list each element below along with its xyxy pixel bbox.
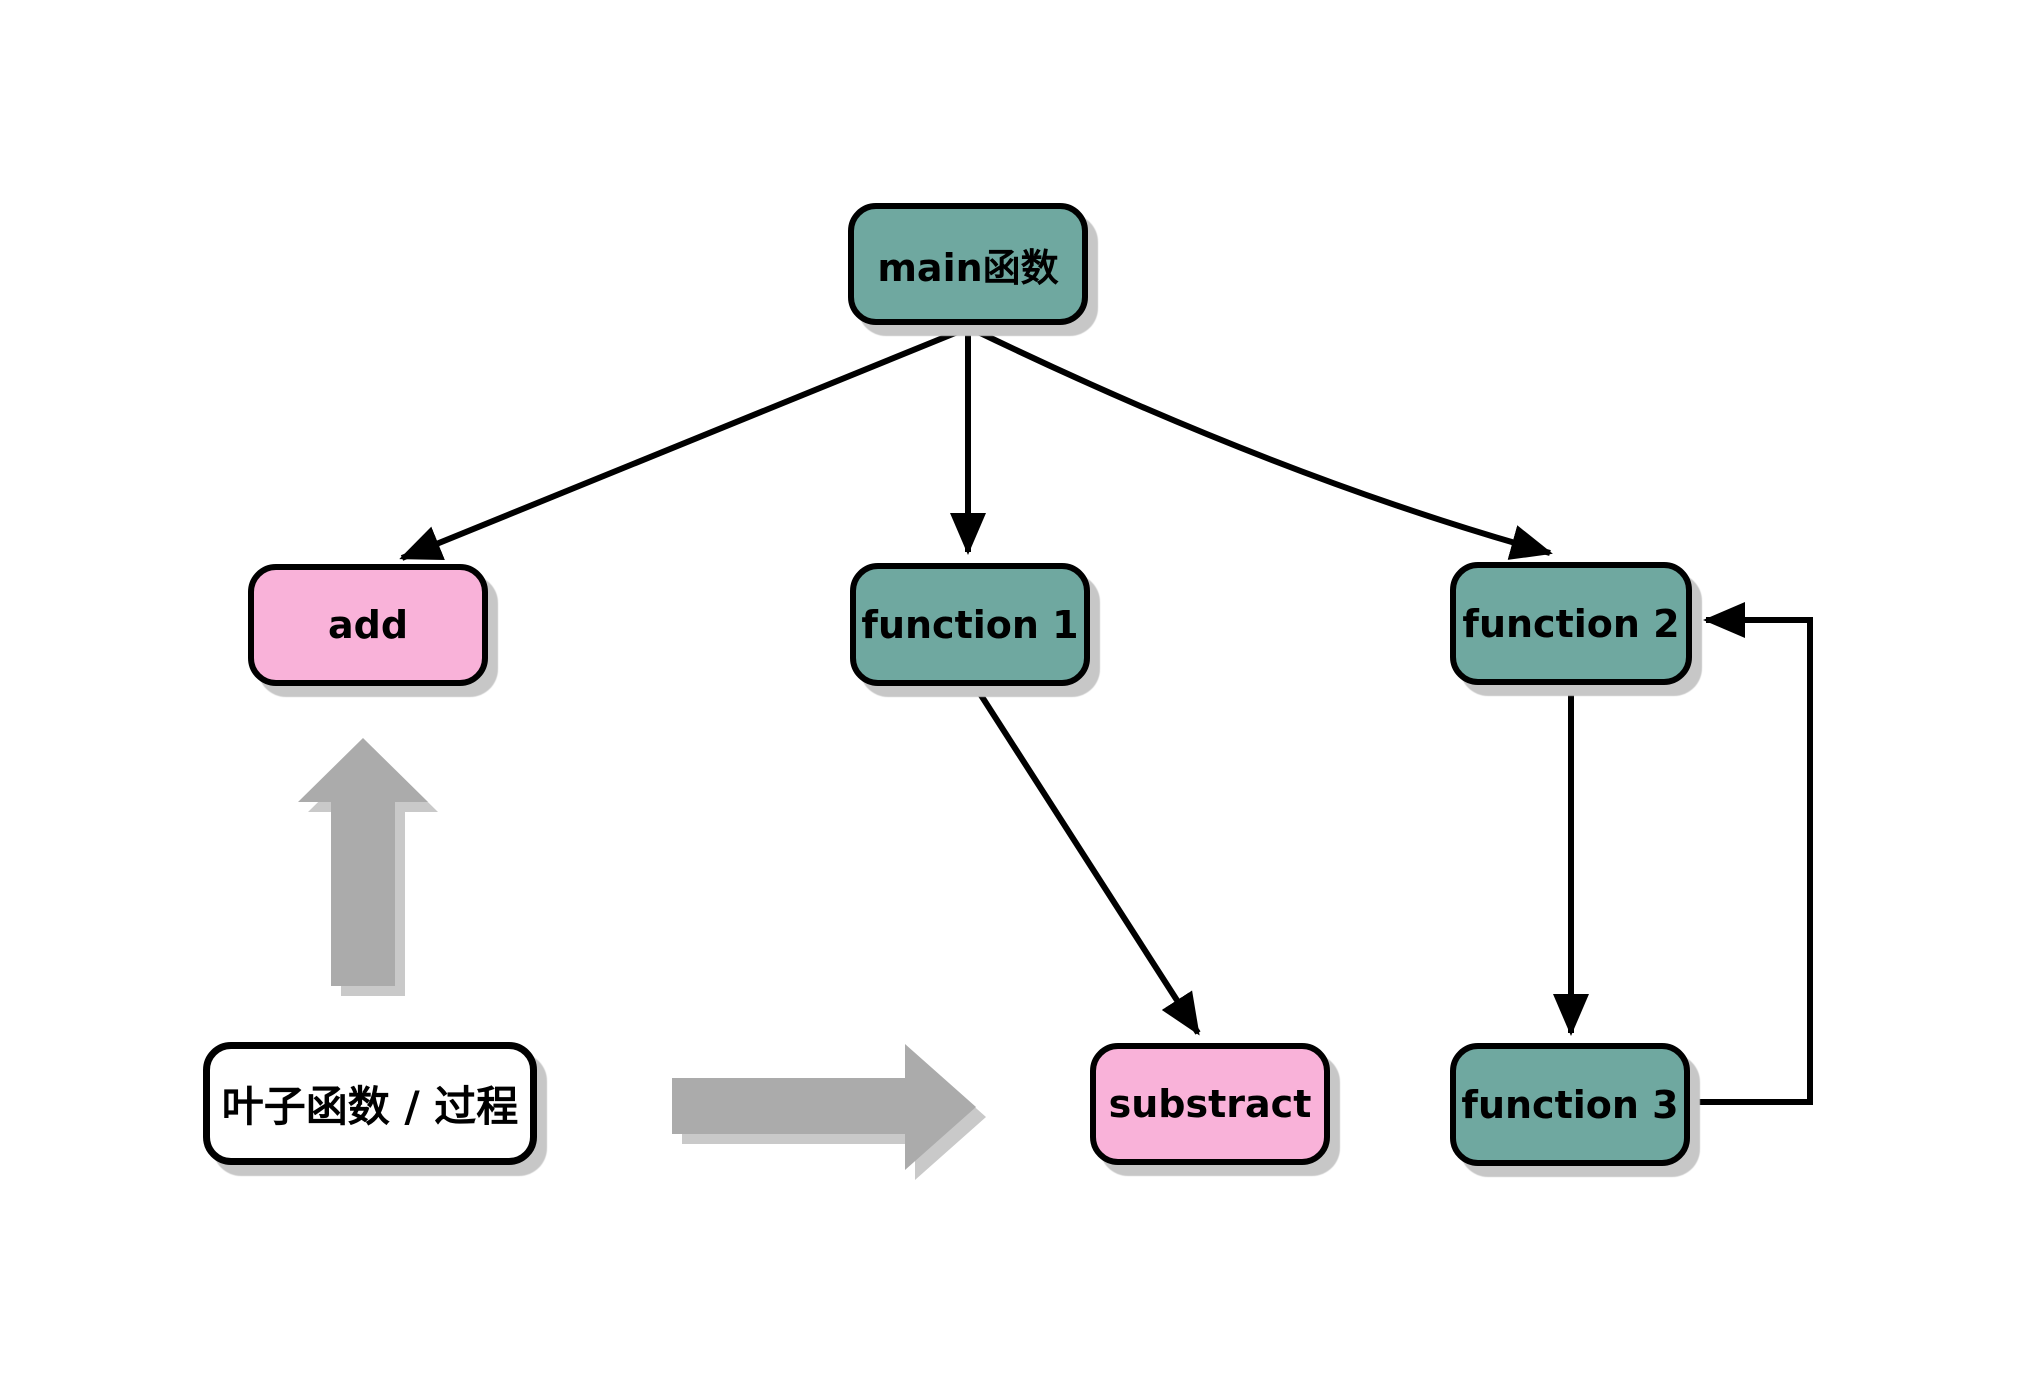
edge-function1-to-substract [974, 687, 1201, 1036]
node-add-label: add [327, 603, 409, 647]
legend-up-arrow [298, 738, 428, 986]
node-main: main函数 [848, 203, 1088, 325]
edge-main-to-add [399, 326, 967, 561]
node-add: add [248, 564, 488, 686]
legend-label: 叶子函数 / 过程 [221, 1082, 519, 1131]
legend-box: 叶子函数 / 过程 [203, 1042, 537, 1165]
node-function3-label: function 3 [1461, 1082, 1679, 1127]
node-substract-label: substract [1108, 1082, 1312, 1126]
legend-right-arrow [672, 1044, 976, 1170]
node-function1: function 1 [850, 563, 1090, 686]
edge-main-to-function2 [970, 326, 1553, 560]
node-substract: substract [1090, 1043, 1330, 1165]
node-function2-label: function 2 [1462, 601, 1680, 646]
node-function1-label: function 1 [861, 602, 1079, 647]
node-function2: function 2 [1450, 562, 1692, 685]
node-main-label: main函数 [877, 245, 1059, 290]
node-function3: function 3 [1450, 1043, 1690, 1166]
edge-function3-to-function2 [1690, 602, 1813, 1105]
